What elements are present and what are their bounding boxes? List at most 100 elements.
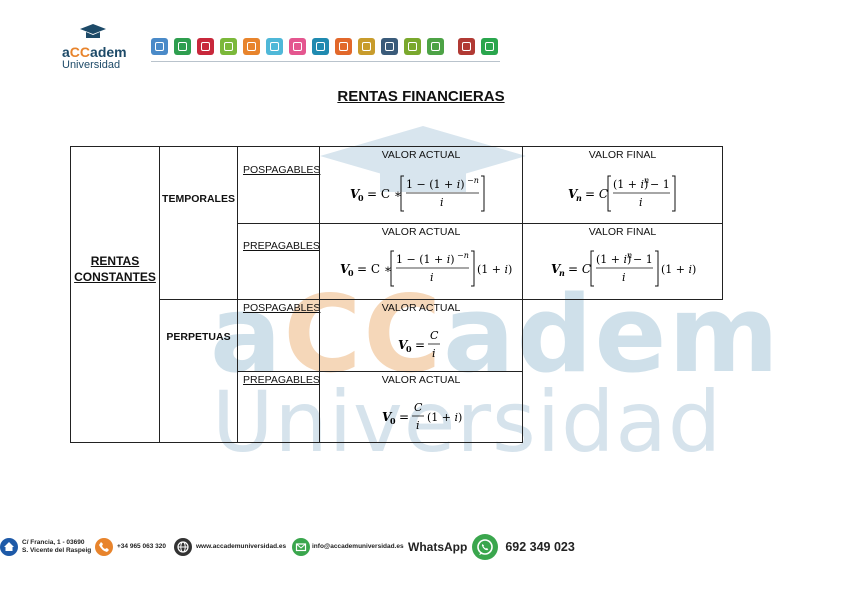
svg-text:=: = — [399, 410, 409, 424]
temporales-cell: TEMPORALES — [159, 146, 238, 300]
graduation-cap-icon — [80, 24, 106, 38]
valor-actual-heading: VALOR ACTUAL — [381, 302, 461, 314]
whatsapp-number: 692 349 023 — [505, 540, 575, 554]
svg-text:0: 0 — [406, 344, 412, 354]
address-line1: C/ Francia, 1 - 03690 — [22, 539, 85, 547]
group-label-line2: CONSTANTES — [74, 270, 156, 284]
accadem-logo: aCCadem Universidad — [58, 24, 134, 72]
svg-text:0: 0 — [358, 193, 364, 203]
watermark-subtitle: Universidad — [212, 373, 723, 471]
globe-icon — [174, 538, 192, 556]
svg-text:1 − (1 + i): 1 − (1 + i) — [396, 253, 455, 266]
svg-text:i: i — [639, 196, 643, 209]
mail-icon — [292, 538, 310, 556]
contact-footer: C/ Francia, 1 - 03690 S. Vicente del Ras… — [0, 530, 842, 564]
perpetuas-label: PERPETUAS — [166, 331, 231, 343]
phone-number: +34 965 063 320 — [117, 543, 166, 551]
whatsapp-icon — [472, 534, 499, 560]
svg-text:0: 0 — [390, 416, 396, 426]
phone-icon — [95, 538, 113, 556]
svg-text:n: n — [559, 268, 565, 278]
va-perpetua-pos-cell: VALOR ACTUAL V 0 = C i — [319, 299, 523, 372]
phone-item[interactable]: +34 965 063 320 — [95, 538, 166, 556]
megaphone-icon — [197, 38, 214, 55]
valor-final-heading: VALOR FINAL — [588, 226, 657, 238]
svg-text:0: 0 — [348, 268, 354, 278]
prepagables-label: PREPAGABLES — [243, 374, 320, 386]
svg-text:− 1: − 1 — [633, 253, 653, 266]
valor-final-heading: VALOR FINAL — [588, 149, 657, 161]
logo-name: aCCadem — [62, 44, 127, 60]
svg-text:V: V — [398, 338, 409, 352]
temporales-pospagables-cell: POSPAGABLES — [237, 146, 320, 224]
svg-text:C: C — [414, 401, 423, 414]
perpetuas-prepagables-cell: PREPAGABLES — [237, 371, 320, 443]
valor-actual-heading: VALOR ACTUAL — [381, 226, 461, 238]
svg-text:− 1: − 1 — [650, 178, 670, 191]
svg-text:V: V — [551, 262, 562, 276]
whatsapp-label: WhatsApp — [408, 540, 468, 554]
perpetuas-pospagables-cell: POSPAGABLES — [237, 299, 320, 372]
svg-text:= C: = C — [568, 262, 591, 276]
svg-text:i: i — [430, 271, 434, 284]
va-perpetua-pre-cell: VALOR ACTUAL V 0 = C i (1 + i) — [319, 371, 523, 443]
group-label-line1: RENTAS — [90, 254, 140, 268]
pospagables-label: POSPAGABLES — [243, 164, 321, 176]
address-line2: S. Vicente del Raspeig — [22, 547, 92, 554]
svg-text:(1 + i): (1 + i) — [427, 411, 462, 424]
svg-text:(1 + i): (1 + i) — [661, 263, 696, 276]
magnifier-icon — [381, 38, 398, 55]
vf-temporal-pos-cell: VALOR FINAL V n = C (1 + i) n − 1 i — [522, 146, 723, 224]
pospagables-label: POSPAGABLES — [243, 302, 321, 314]
svg-text:i: i — [622, 271, 626, 284]
whatsapp-item[interactable]: WhatsApp 692 349 023 — [408, 534, 575, 560]
temporales-label: TEMPORALES — [162, 193, 235, 205]
address-item: C/ Francia, 1 - 03690 S. Vicente del Ras… — [0, 538, 91, 556]
formula-va-perpetua-prepagable: V 0 = C i (1 + i) — [320, 396, 522, 436]
home-icon — [0, 538, 18, 556]
svg-text:i: i — [432, 347, 436, 360]
svg-text:(1 + i): (1 + i) — [613, 178, 648, 191]
svg-text:V: V — [350, 187, 361, 201]
svg-text:(1 + i): (1 + i) — [596, 253, 631, 266]
va-temporal-pos-cell: VALOR ACTUAL V 0 = C ∗ 1 − (1 + i) −n i — [319, 146, 523, 224]
scales-icon — [358, 38, 375, 55]
temporales-prepagables-cell: PREPAGABLES — [237, 223, 320, 300]
svg-text:−n: −n — [457, 251, 469, 260]
svg-text:i: i — [416, 419, 420, 432]
svg-text:n: n — [644, 176, 649, 185]
svg-text:V: V — [382, 410, 393, 424]
hospital-icon — [481, 38, 498, 55]
perpetuas-cell: PERPETUAS — [159, 299, 238, 443]
formula-vf-temporal-prepagable: V n = C (1 + i) n − 1 i (1 + i) — [523, 246, 722, 290]
svg-text:n: n — [627, 251, 632, 260]
header-divider — [151, 61, 500, 62]
brain-icon — [404, 38, 421, 55]
dna-icon — [312, 38, 329, 55]
svg-text:C: C — [430, 329, 439, 342]
website-link: www.accademuniversidad.es — [196, 543, 287, 551]
svg-text:(1 + i): (1 + i) — [477, 263, 512, 276]
heart-monitor-icon — [266, 38, 283, 55]
svg-text:1 − (1 + i): 1 − (1 + i) — [406, 178, 465, 191]
science-icon — [243, 38, 260, 55]
email-item[interactable]: info@accademuniversidad.es — [292, 538, 404, 556]
svg-text:= C ∗: = C ∗ — [357, 262, 392, 276]
bank-icon — [458, 38, 475, 55]
svg-text:= C ∗: = C ∗ — [367, 187, 402, 201]
vf-temporal-pre-cell: VALOR FINAL V n = C (1 + i) n − 1 i (1 +… — [522, 223, 723, 300]
svg-text:=: = — [415, 338, 425, 352]
svg-text:V: V — [340, 262, 351, 276]
website-item[interactable]: www.accademuniversidad.es — [174, 538, 286, 556]
svg-text:= C: = C — [585, 187, 608, 201]
valor-actual-heading: VALOR ACTUAL — [381, 149, 461, 161]
formula-vf-temporal-pospagable: V n = C (1 + i) n − 1 i — [523, 171, 722, 215]
va-temporal-pre-cell: VALOR ACTUAL V 0 = C ∗ 1 − (1 + i) −n i … — [319, 223, 523, 300]
svg-text:n: n — [576, 193, 582, 203]
board-icon — [174, 38, 191, 55]
leaf-icon — [427, 38, 444, 55]
gear-heart-icon — [335, 38, 352, 55]
svg-text:i: i — [440, 196, 444, 209]
people-icon — [151, 38, 168, 55]
prepagables-label: PREPAGABLES — [243, 240, 320, 252]
